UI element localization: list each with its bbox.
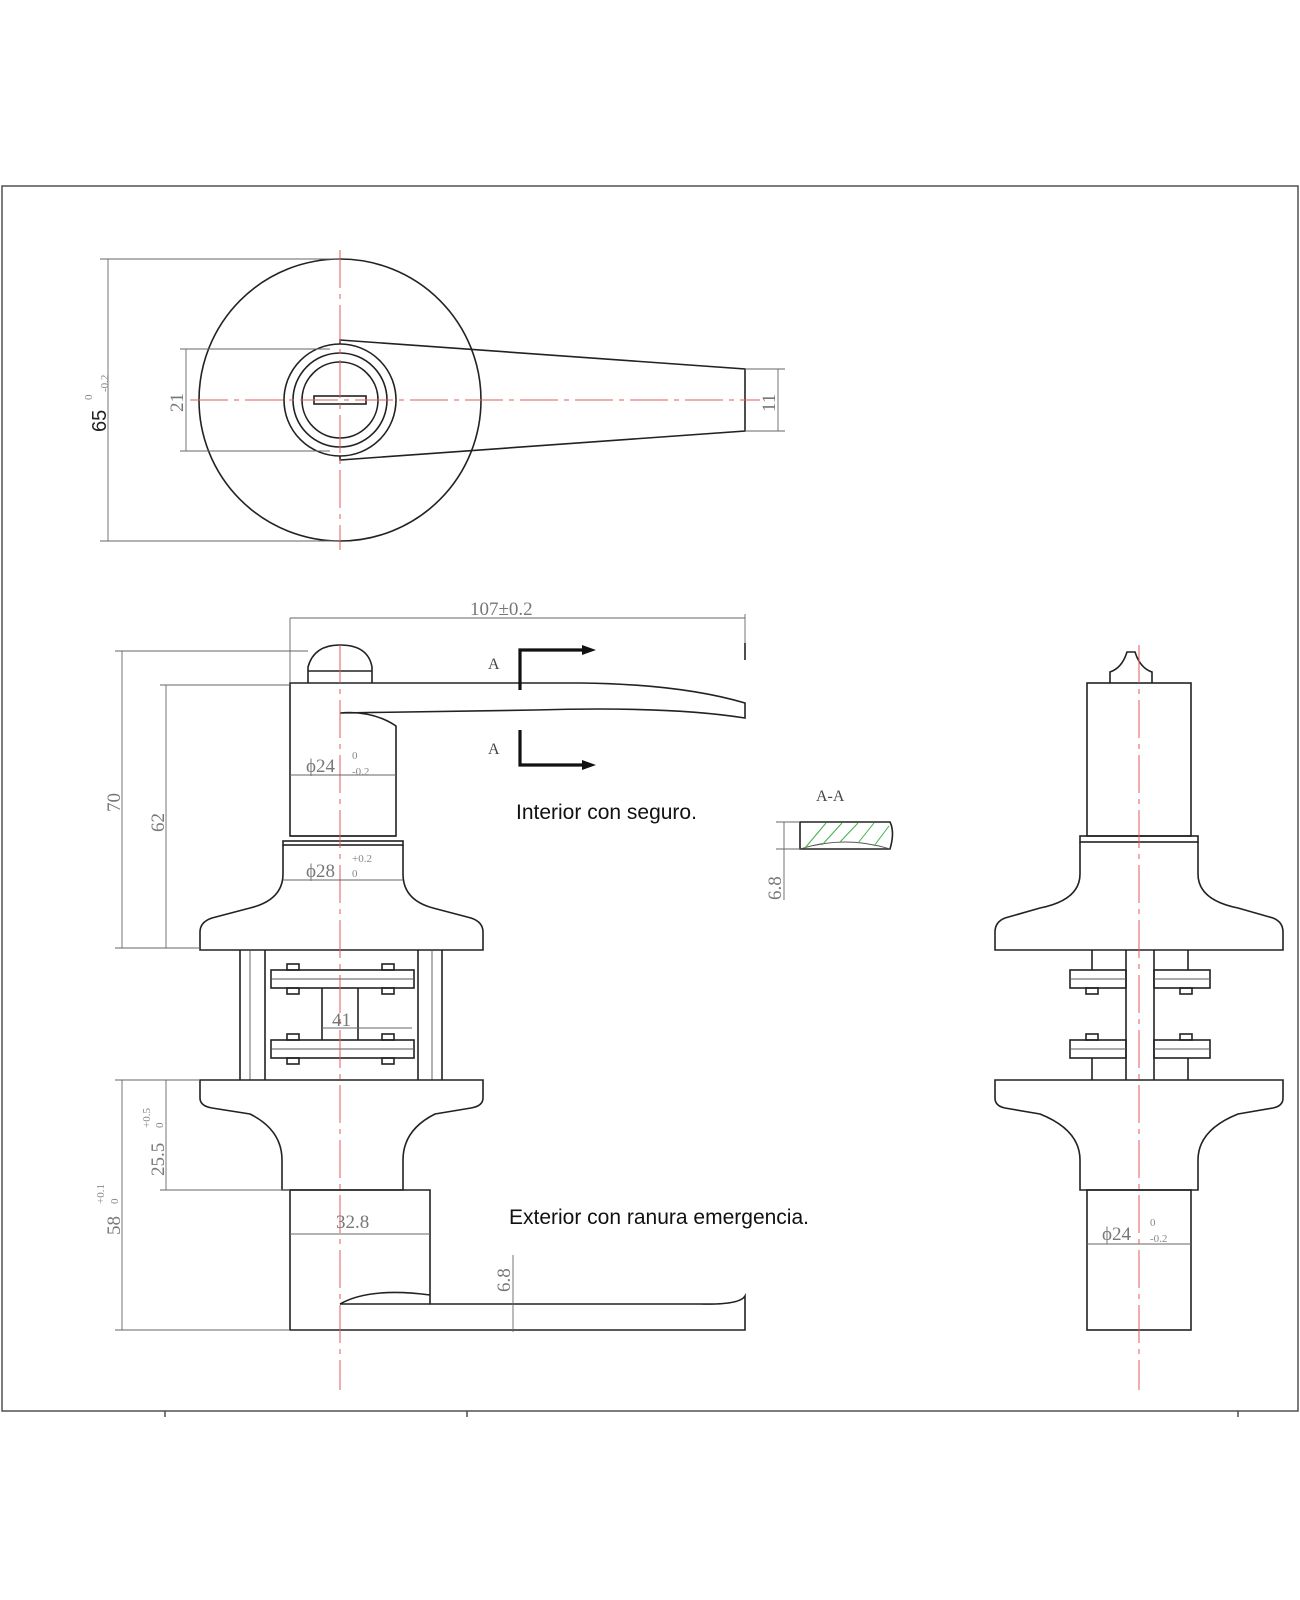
lock-mechanism — [239, 950, 443, 1080]
lever-exterior — [289, 1189, 746, 1331]
section-title: A-A — [816, 788, 845, 805]
side-view — [994, 645, 1284, 1390]
top-view — [100, 250, 785, 550]
lever-interior — [289, 682, 746, 837]
dim-ext-25-tol-upper: +0.5 — [141, 1108, 153, 1128]
front-view — [115, 614, 746, 1390]
dim-shaft-24: ϕ24 — [306, 756, 336, 777]
dim-shaft-24-tol-upper: 0 — [352, 750, 358, 762]
dim-ext-shaft: 32.8 — [336, 1212, 369, 1233]
exterior-rose — [199, 1079, 484, 1191]
dim-shaft-24-tol-lower: -0.2 — [352, 766, 369, 778]
note-interior: Interior con seguro. — [516, 801, 697, 824]
dim-ext-58-tol-lower: 0 — [109, 1198, 121, 1204]
dim-spacing-41: 41 — [332, 1010, 351, 1031]
section-marker-top: A — [488, 656, 500, 673]
mechanism-side — [1069, 950, 1211, 1080]
dim-collar-28-tol-lower: 0 — [352, 868, 358, 880]
dim-lever-length: 107±0.2 — [470, 599, 533, 620]
dim-rose-diameter: 65 — [89, 410, 111, 432]
dim-ext-25: 25.5 — [148, 1143, 169, 1176]
frame-ticks — [164, 1411, 1239, 1417]
dim-ext-25-tol-lower: 0 — [154, 1122, 166, 1128]
dim-side-shaft-24-tol-lower: -0.2 — [1150, 1233, 1167, 1245]
dim-section-thickness: 6.8 — [765, 876, 786, 900]
dim-lever-tip: 11 — [759, 394, 780, 412]
rose-ring-outer — [283, 343, 397, 457]
dim-rose-tol-upper: 0 — [83, 394, 95, 400]
dim-collar-28-tol-upper: +0.2 — [352, 853, 372, 865]
note-exterior: Exterior con ranura emergencia. — [509, 1206, 809, 1229]
emergency-groove — [339, 1291, 431, 1305]
dim-rose-tol-lower: -0.2 — [99, 375, 111, 392]
section-marker-bottom: A — [488, 741, 500, 758]
dim-side-shaft-24: ϕ24 — [1102, 1224, 1132, 1245]
dim-ext-58-tol-upper: +0.1 — [95, 1184, 107, 1204]
section-cut-markers — [518, 645, 596, 770]
dim-side-shaft-24-tol-upper: 0 — [1150, 1217, 1156, 1229]
dim-rose-inner: 21 — [167, 393, 188, 412]
interior-rose-collar — [199, 845, 484, 951]
turn-button-side — [1109, 651, 1153, 683]
dim-height-70: 70 — [104, 793, 125, 812]
drawing-frame — [1, 185, 1299, 1412]
dim-height-62: 62 — [148, 813, 169, 832]
dim-ext-58: 58 — [104, 1216, 125, 1235]
dim-collar-28: ϕ28 — [306, 861, 335, 882]
dim-ext-lever-thickness: 6.8 — [494, 1268, 515, 1292]
section-a-a — [776, 821, 894, 900]
exterior-rose-side — [994, 1079, 1284, 1191]
